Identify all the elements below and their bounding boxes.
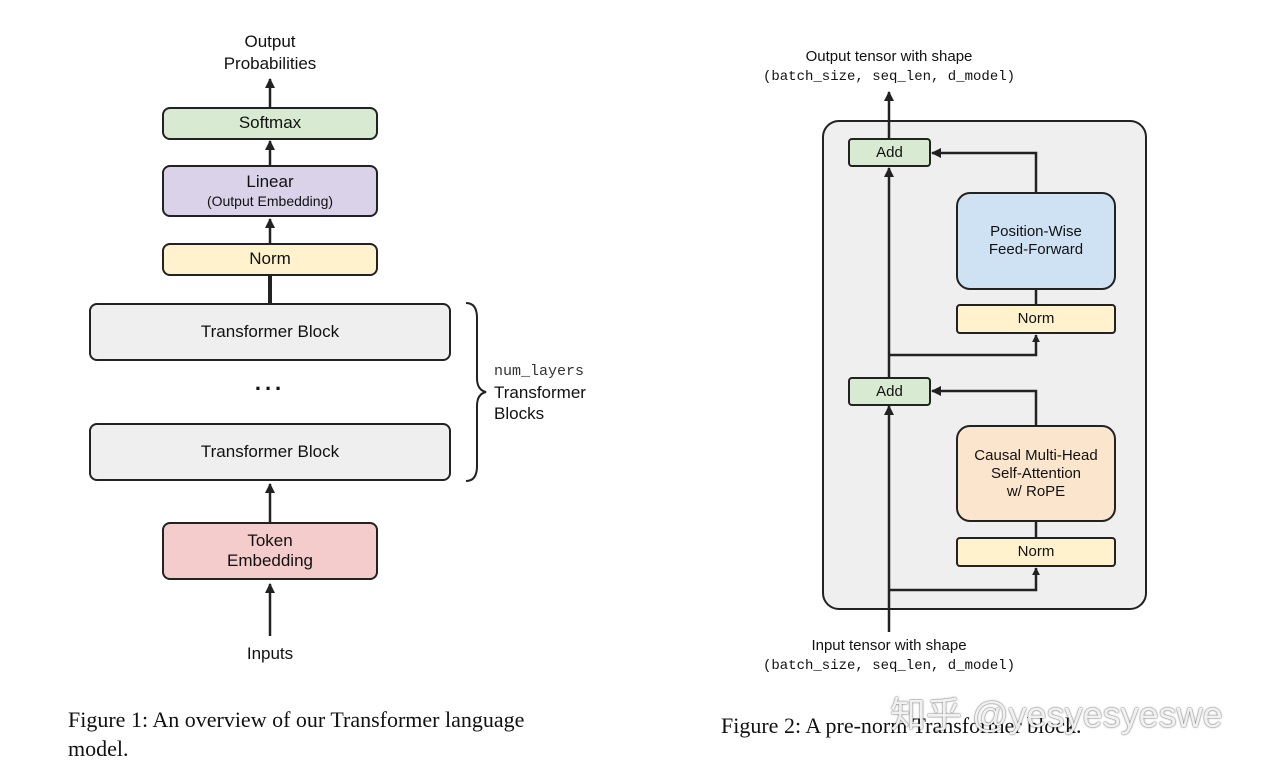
fig2-connectors — [884, 91, 1040, 632]
fig1-softmax-box: Softmax — [162, 107, 378, 140]
fig1-linear-sublabel: (Output Embedding) — [206, 192, 334, 209]
fig2-norm-top-box: Norm — [956, 304, 1116, 334]
fig1-connectors — [265, 78, 487, 636]
fig2-caption: Figure 2: A pre-norm Transformer block. — [721, 713, 1082, 738]
fig2-output-line1: Output tensor with shape — [805, 48, 973, 65]
fig2-add-top-box: Add — [848, 138, 931, 167]
fig1-output-line2: Probabilities — [223, 54, 317, 73]
fig1-brace-label: num_layers Transformer Blocks — [494, 361, 586, 424]
watermark-text: 知乎 @yesyesyeswe — [890, 694, 1223, 735]
fig1-caption-line2: model. — [68, 736, 129, 761]
fig2-output-label: Output tensor with shape (batch_size, se… — [763, 46, 1015, 88]
fig1-ellipsis: ... — [254, 370, 286, 395]
fig2-norm-top-label: Norm — [1017, 310, 1055, 327]
fig2-attention-box: Causal Multi-Head Self-Attention w/ RoPE — [956, 425, 1116, 522]
fig2-ffn-line1: Position-Wise — [990, 223, 1082, 240]
fig2-ffn-box: Position-Wise Feed-Forward — [956, 192, 1116, 290]
fig1-token-line2: Embedding — [226, 551, 313, 570]
fig2-attn-line1: Causal Multi-Head — [974, 446, 1098, 464]
fig1-softmax-label: Softmax — [238, 113, 302, 133]
fig2-attn-line2: Self-Attention — [990, 464, 1082, 482]
fig2-norm-bottom-box: Norm — [956, 537, 1116, 567]
fig1-linear-box: Linear (Output Embedding) — [162, 165, 378, 217]
fig2-add-top-label: Add — [876, 143, 903, 161]
fig2-ffn-line2: Feed-Forward — [988, 241, 1084, 258]
fig2-add-bottom-box: Add — [848, 377, 931, 406]
fig2-branch-to-norm-bottom — [889, 567, 1040, 592]
fig1-output-line1: Output — [244, 32, 296, 51]
fig1-brace-line2: Blocks — [494, 404, 545, 423]
fig2-norm-bottom-label: Norm — [1017, 543, 1055, 560]
fig1-brace-line1: Transformer — [494, 383, 586, 402]
fig2-output-shape: (batch_size, seq_len, d_model) — [762, 69, 1016, 85]
fig2-attn-line3: w/ RoPE — [1006, 482, 1066, 500]
fig1-block-bottom-label: Transformer Block — [200, 441, 340, 461]
fig1-token-line1: Token — [247, 530, 293, 550]
fig1-transformer-block-bottom: Transformer Block — [89, 423, 451, 481]
fig2-input-label: Input tensor with shape (batch_size, seq… — [763, 635, 1015, 677]
fig1-num-layers-label: num_layers — [494, 363, 585, 380]
fig2-input-line1: Input tensor with shape — [811, 637, 967, 654]
fig2-attention-to-add — [931, 386, 1038, 425]
fig1-inputs-label: Inputs — [246, 644, 294, 663]
fig1-norm-label: Norm — [249, 249, 291, 269]
fig2-branch-to-norm-top — [889, 334, 1040, 357]
fig1-caption-line1: Figure 1: An overview of our Transformer… — [68, 707, 525, 732]
fig2-add-bottom-label: Add — [876, 382, 903, 400]
fig1-caption: Figure 1: An overview of our Transformer… — [68, 705, 524, 763]
fig1-output-label: Output Probabilities — [224, 31, 317, 75]
fig1-block-top-label: Transformer Block — [200, 321, 340, 341]
fig1-linear-label: Linear — [246, 172, 294, 192]
fig1-transformer-block-top: Transformer Block — [89, 303, 451, 361]
fig1-token-embedding-box: Token Embedding — [162, 522, 378, 580]
fig2-ffn-to-add — [931, 148, 1038, 192]
fig1-layers-brace — [465, 302, 487, 482]
fig1-norm-box: Norm — [162, 243, 378, 276]
fig2-input-shape: (batch_size, seq_len, d_model) — [762, 658, 1016, 674]
